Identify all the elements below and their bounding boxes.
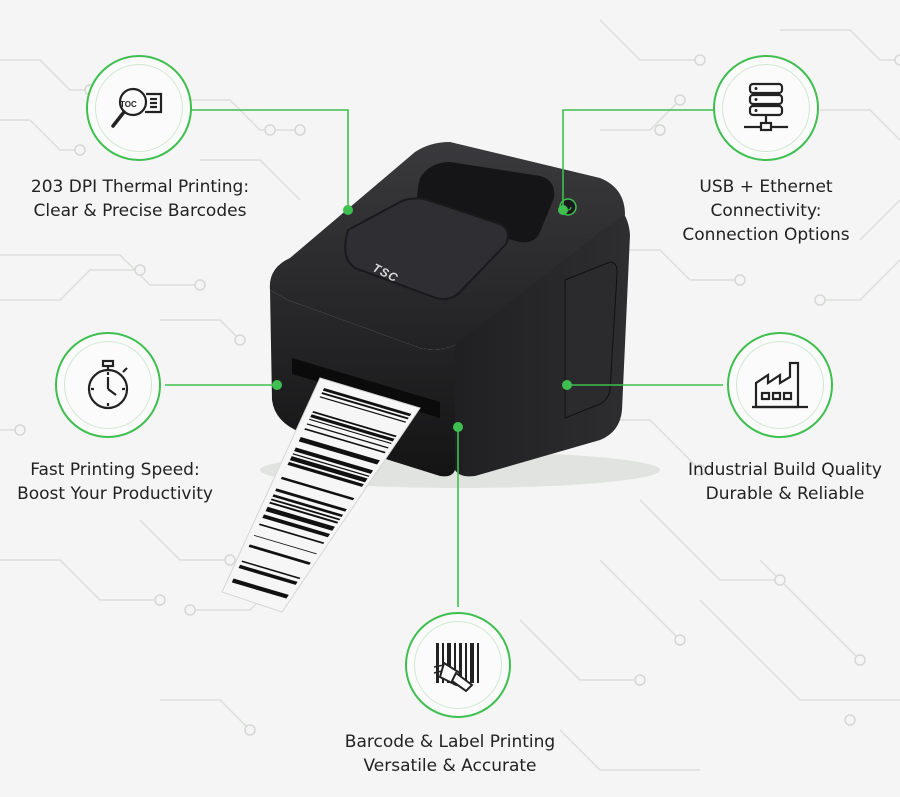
barcode-bar (265, 506, 335, 531)
barcode-bar (269, 501, 339, 524)
toc-icon-label: TOC (120, 100, 137, 109)
barcode-bar (321, 392, 409, 420)
barcode-bar (258, 523, 325, 545)
feature-dpi-subtitle: Clear & Precise Barcodes (33, 201, 247, 221)
barcode-bar (241, 560, 301, 580)
barcode-bar (238, 564, 298, 585)
barcode-bar (322, 388, 412, 417)
stopwatch-icon (87, 359, 129, 410)
feature-speed-badge (55, 332, 161, 438)
feature-speed-title: Fast Printing Speed: (30, 460, 200, 480)
feature-build-badge (727, 332, 833, 438)
feature-dpi-title: 203 DPI Thermal Printing: (30, 177, 250, 197)
feature-connectivity-title: USB + Ethernet (699, 177, 833, 197)
barcode-bar (292, 453, 370, 477)
magnifier-toc-icon (111, 87, 163, 128)
barcode-bar (253, 534, 317, 555)
barcode-bar (306, 423, 389, 449)
barcode-bar (262, 514, 331, 538)
barcode-bar (310, 414, 395, 442)
factory-icon (752, 361, 808, 409)
feature-build-caption: Industrial Build Quality Durable & Relia… (675, 458, 895, 506)
barcode-scanner-icon (433, 643, 479, 693)
feature-speed-subtitle: Boost Your Productivity (17, 484, 213, 504)
feature-build-title: Industrial Build Quality (688, 460, 882, 480)
barcode-bar (304, 428, 386, 454)
label-barcode (231, 388, 412, 599)
barcode-bar (270, 498, 341, 521)
server-network-icon (744, 82, 788, 132)
feature-build-subtitle: Durable & Reliable (705, 484, 865, 504)
barcode-bar (289, 456, 368, 483)
barcode-bar (309, 418, 392, 444)
feature-dpi-caption: 203 DPI Thermal Printing: Clear & Precis… (20, 175, 260, 223)
feature-connectivity-badge (713, 55, 819, 161)
barcode-bar (275, 488, 347, 512)
barcode-bar (287, 461, 364, 487)
barcode-bar (248, 544, 311, 565)
feature-barcode-title: Barcode & Label Printing (344, 732, 556, 752)
feature-connectivity-caption: USB + Ethernet Connectivity: Connection … (656, 175, 876, 247)
barcode-bar (280, 476, 355, 501)
feature-barcode-caption: Barcode & Label Printing Versatile & Acc… (330, 730, 570, 778)
feature-connectivity-subtitle: Connectivity: (710, 201, 822, 221)
feature-speed-caption: Fast Printing Speed: Boost Your Producti… (0, 458, 230, 506)
feature-connectivity-detail: Connection Options (682, 225, 850, 245)
barcode-bar (312, 411, 397, 438)
barcode-bar (319, 396, 407, 423)
feature-barcode-badge (405, 612, 511, 718)
barcode-bar (294, 447, 374, 474)
barcode-bar (272, 494, 344, 518)
feature-barcode-subtitle: Versatile & Accurate (363, 756, 537, 776)
barcode-bar (231, 578, 289, 599)
barcode-bar (298, 437, 380, 465)
feature-dpi-badge: TOC (86, 55, 192, 161)
